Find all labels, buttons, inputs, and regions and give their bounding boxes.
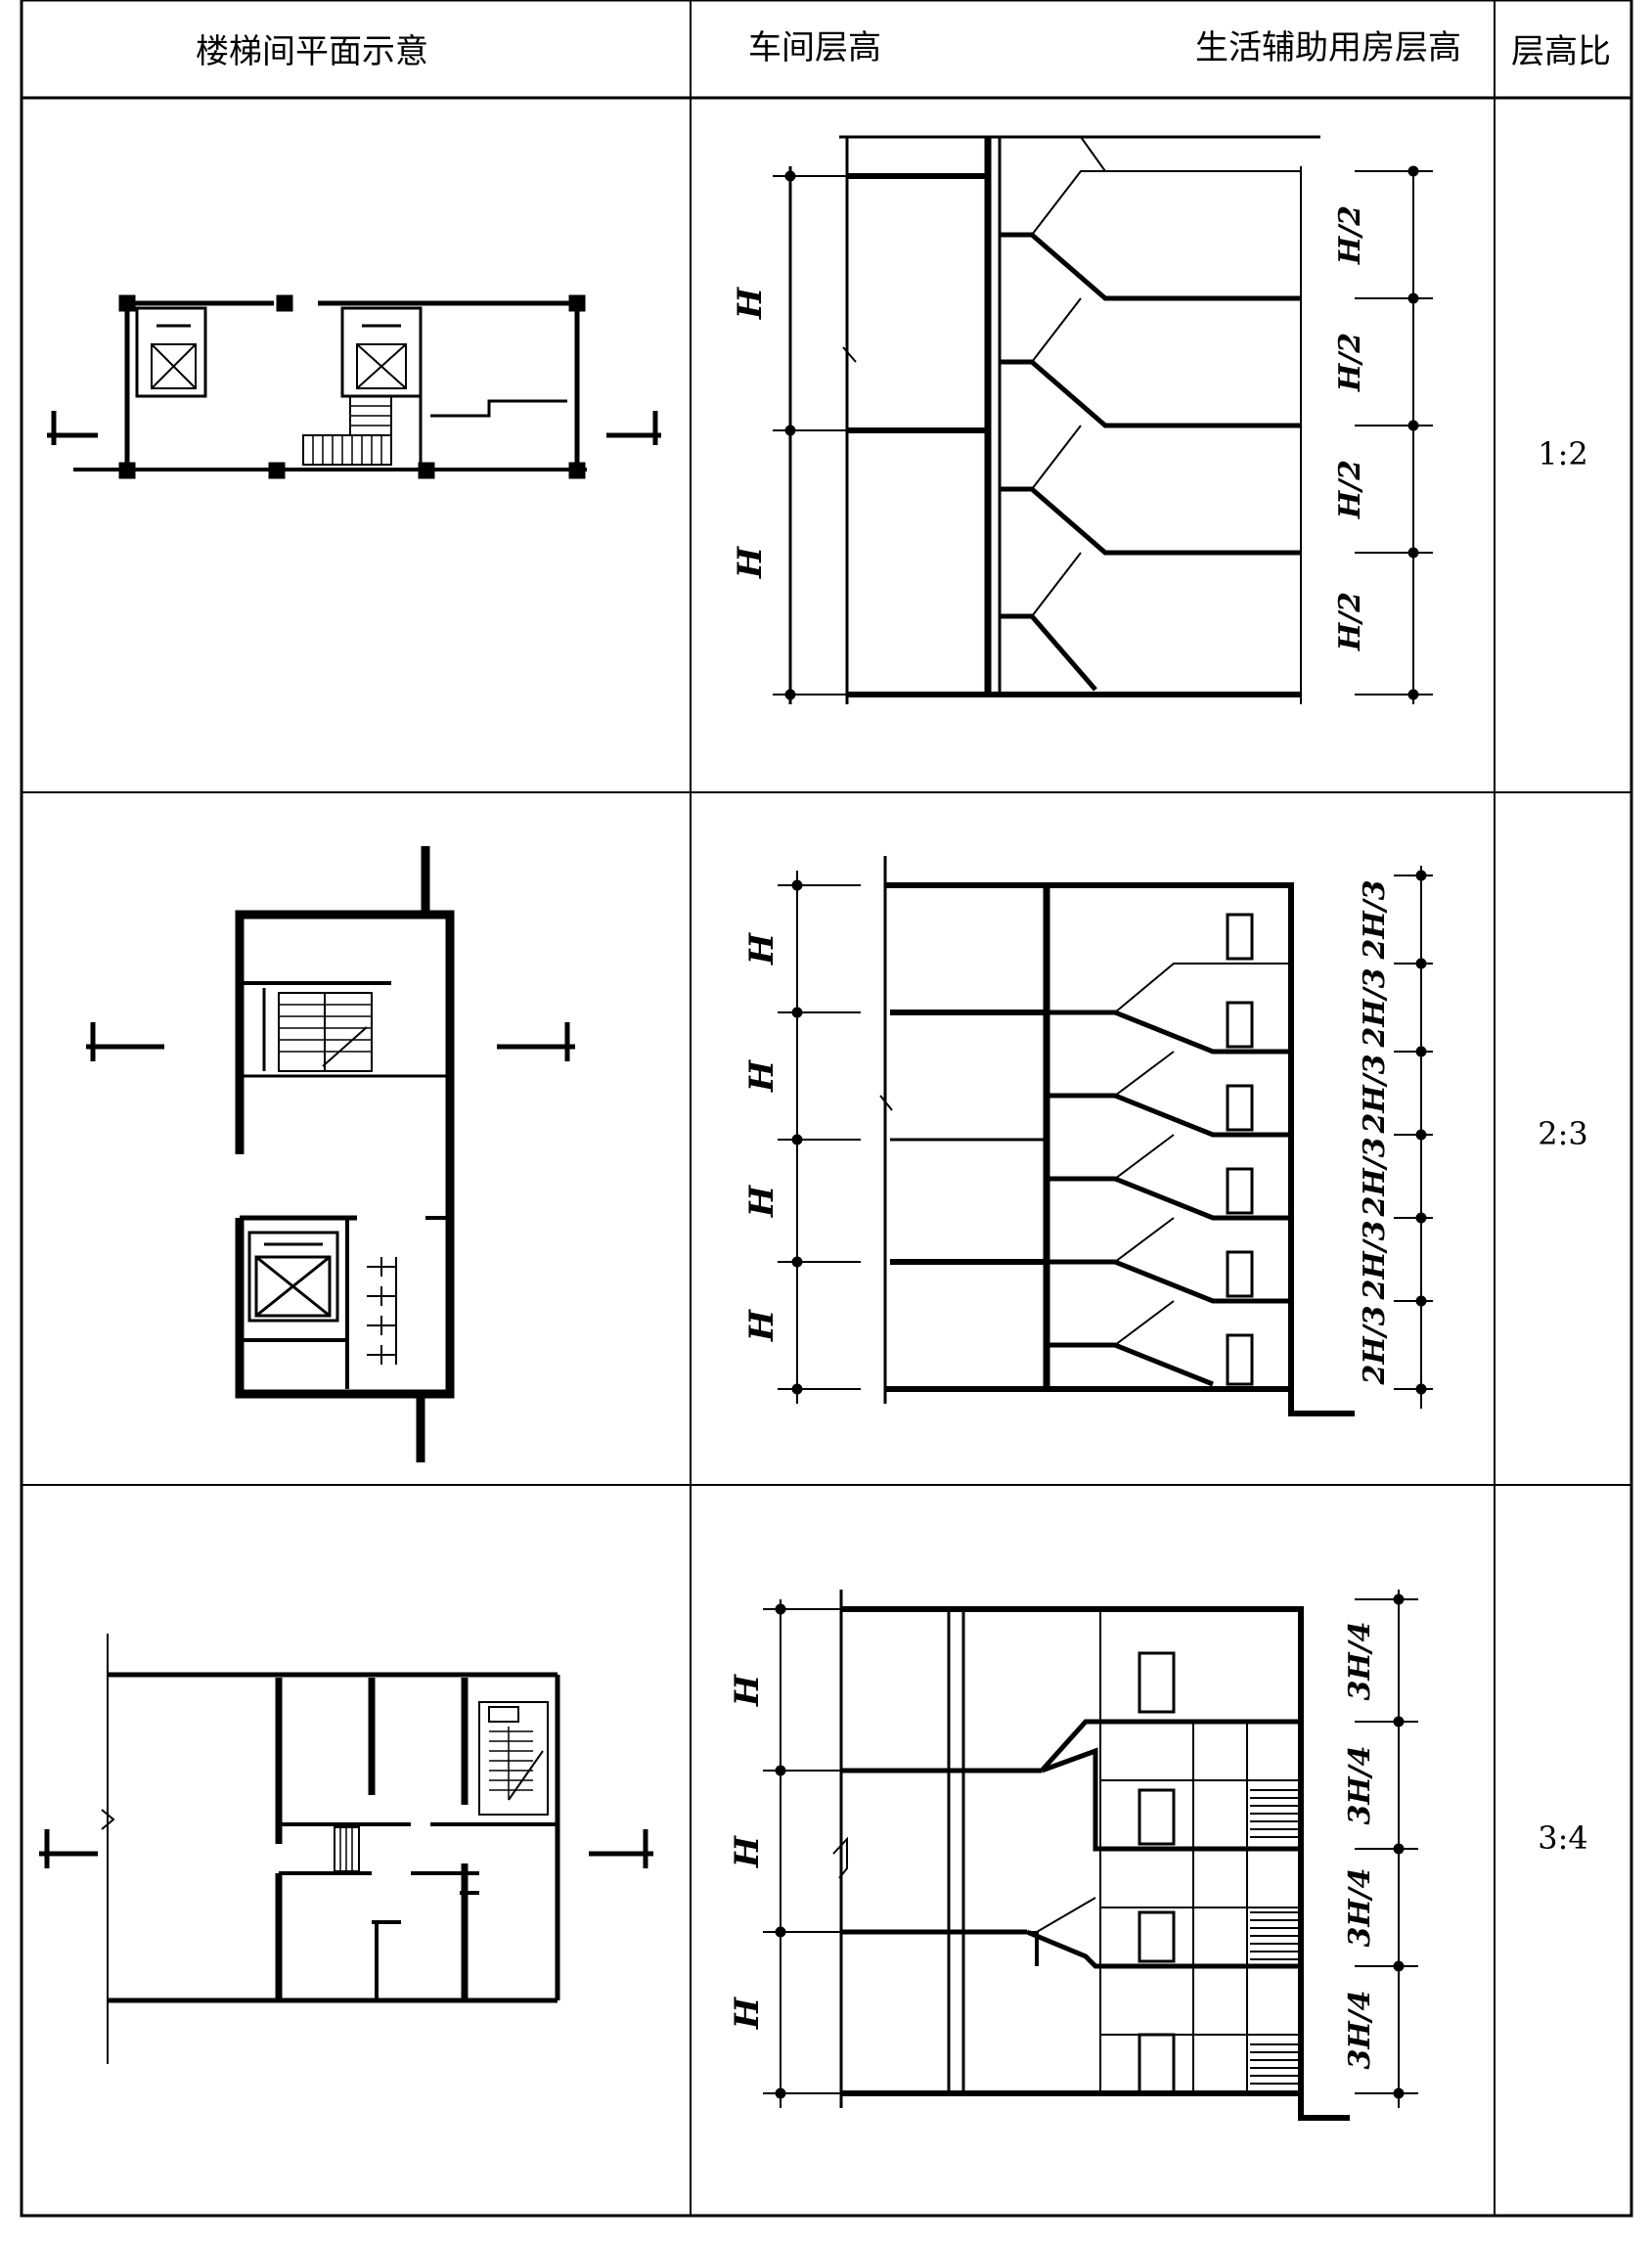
workshop-label-2a: H <box>742 931 781 965</box>
labels-row-3: H H H 3H/4 3H/4 3H/4 3H/4 <box>728 1621 1377 2069</box>
workshop-label-3c: H <box>728 1996 767 2030</box>
header-plan: 楼梯间平面示意 <box>196 32 428 71</box>
workshop-label-2c: H <box>742 1184 781 1218</box>
workshop-label-3a: H <box>728 1673 767 1707</box>
aux-label-1a: H/2 <box>1333 205 1367 265</box>
aux-label-3c: 3H/4 <box>1343 1867 1377 1947</box>
header-ratio: 层高比 <box>1511 32 1611 71</box>
aux-label-2d: 2H/3 <box>1358 1137 1392 1217</box>
workshop-label-1b: H <box>731 545 770 579</box>
labels-row-2: H H H H 2H/3 2H/3 2H/3 2H/3 2H/3 2H/3 <box>742 879 1392 1385</box>
section-row-2 <box>778 856 1433 1416</box>
table-grid <box>20 0 1633 2218</box>
section-row-3 <box>763 1590 1418 2121</box>
labels-row-1: H H H/2 H/2 H/2 H/2 <box>731 205 1367 651</box>
aux-label-1d: H/2 <box>1333 592 1367 651</box>
ratio-row-2: 2:3 <box>1538 1115 1588 1152</box>
plan-row-1 <box>47 294 661 479</box>
ratio-row-1: 1:2 <box>1538 435 1588 472</box>
aux-label-3a: 3H/4 <box>1343 1621 1377 1700</box>
aux-label-1b: H/2 <box>1333 333 1367 392</box>
header-workshop-height: 车间层高 <box>748 28 881 67</box>
ratio-row-3: 3:4 <box>1538 1819 1588 1857</box>
aux-label-3b: 3H/4 <box>1343 1745 1377 1824</box>
plan-row-3 <box>39 1634 653 2064</box>
plan-row-2 <box>86 846 575 1462</box>
aux-label-2b: 2H/3 <box>1358 967 1392 1048</box>
aux-label-2c: 2H/3 <box>1358 1054 1392 1134</box>
workshop-label-2b: H <box>742 1058 781 1093</box>
header-aux-height: 生活辅助用房层高 <box>1195 28 1461 67</box>
workshop-label-1a: H <box>731 286 770 320</box>
aux-label-3d: 3H/4 <box>1343 1990 1377 2069</box>
workshop-label-3b: H <box>728 1834 767 1868</box>
section-row-1 <box>773 135 1433 704</box>
aux-label-1c: H/2 <box>1333 460 1367 519</box>
workshop-label-2d: H <box>742 1308 781 1342</box>
aux-label-2f: 2H/3 <box>1358 1305 1392 1385</box>
aux-label-2a: 2H/3 <box>1358 879 1392 960</box>
aux-label-2e: 2H/3 <box>1358 1220 1392 1300</box>
